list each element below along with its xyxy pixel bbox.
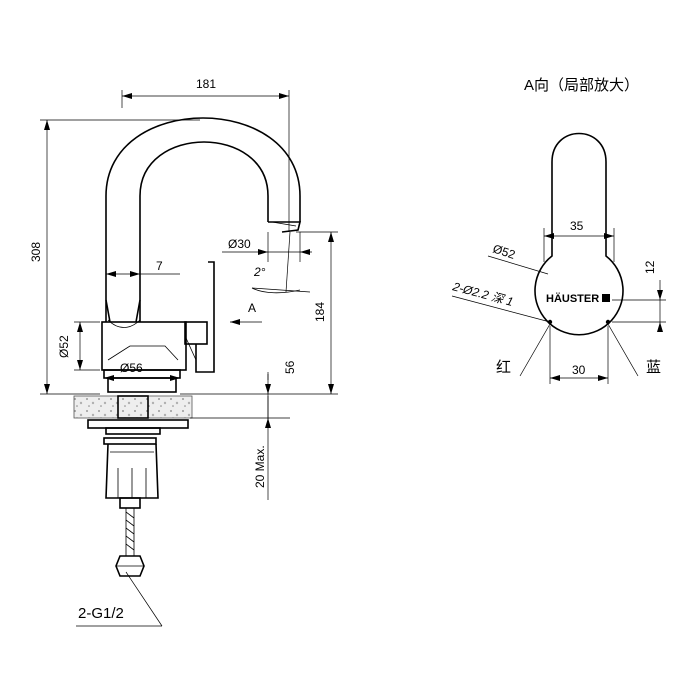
faucet-base bbox=[73, 369, 193, 577]
dim-d56: Ø56 bbox=[120, 361, 143, 375]
dim-184: 184 bbox=[313, 302, 327, 322]
dim-308: 308 bbox=[29, 242, 43, 262]
faucet-body bbox=[101, 261, 215, 373]
dim-7: 7 bbox=[156, 259, 163, 273]
detail-outline bbox=[534, 132, 624, 336]
brand-mark bbox=[602, 294, 610, 302]
thread-label: 2-G1/2 bbox=[78, 605, 124, 622]
dim-181: 181 bbox=[196, 77, 216, 91]
dim-2-deg: 2° bbox=[253, 265, 266, 279]
view-a-marker: A bbox=[248, 301, 256, 315]
dim-56: 56 bbox=[283, 360, 297, 374]
faucet-spout bbox=[105, 117, 302, 322]
detail-dim-35: 35 bbox=[570, 219, 584, 233]
detail-dim-12: 12 bbox=[643, 260, 657, 274]
hole-spec: 2-Ø2.2 深 1 bbox=[450, 279, 515, 309]
dim-d52: Ø52 bbox=[57, 335, 71, 358]
dim-d30: Ø30 bbox=[228, 237, 251, 251]
detail-dim-30: 30 bbox=[572, 363, 586, 377]
brand-logo: HÄUSTER bbox=[546, 292, 599, 305]
detail-dim-d52: Ø52 bbox=[491, 242, 517, 262]
red-label: 红 bbox=[496, 359, 511, 376]
dim-20-max: 20 Max. bbox=[253, 445, 267, 488]
view-a-title: A向（局部放大） bbox=[524, 77, 639, 94]
blue-label: 蓝 bbox=[646, 359, 661, 376]
side-dimensions bbox=[40, 90, 338, 627]
detail-dimensions bbox=[451, 228, 666, 384]
countertop bbox=[73, 395, 193, 419]
